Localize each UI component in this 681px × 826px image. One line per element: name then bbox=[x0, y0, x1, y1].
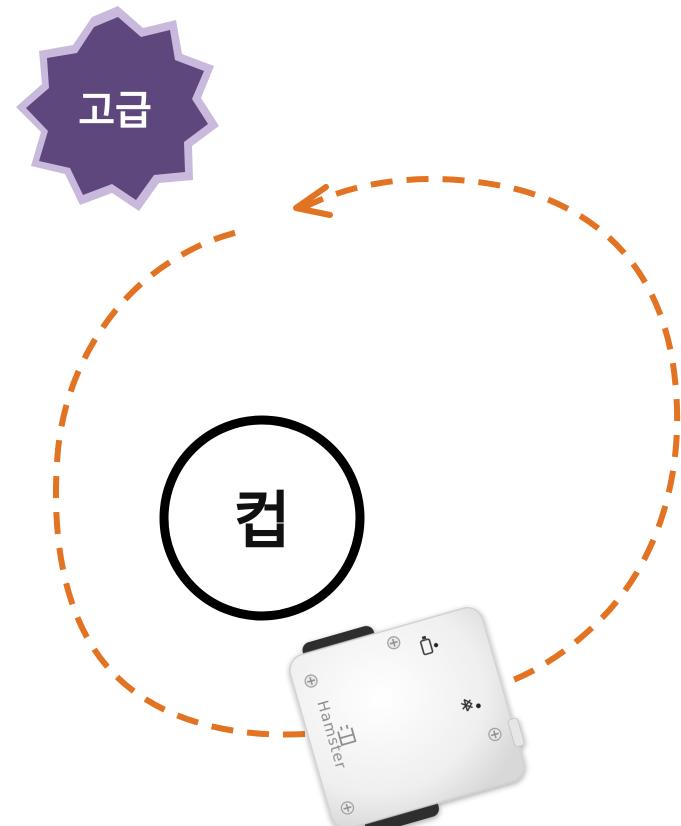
badge-label: 고급 bbox=[78, 88, 152, 134]
hamster-robot: Hamster bbox=[283, 593, 537, 826]
path-upper-arc bbox=[303, 179, 677, 688]
cup-obstacle: 컵 bbox=[164, 420, 360, 616]
level-badge: 고급 bbox=[16, 6, 219, 211]
cup-label: 컵 bbox=[233, 484, 290, 557]
